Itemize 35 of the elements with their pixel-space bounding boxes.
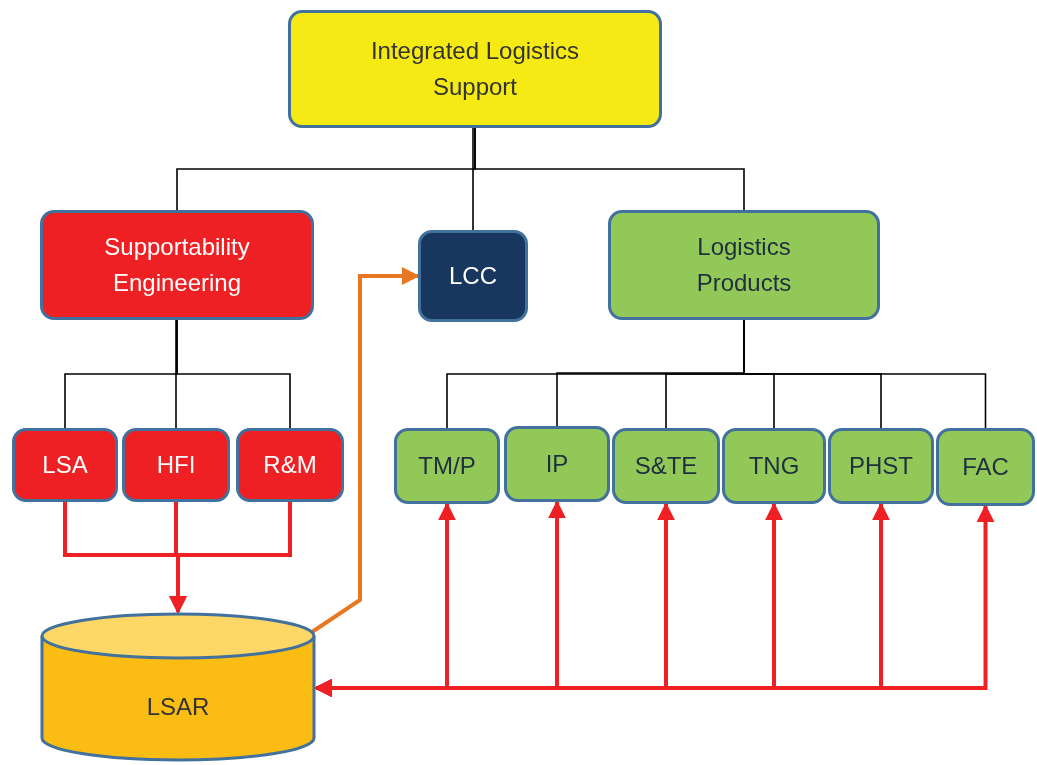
connector-line: [472, 127, 474, 231]
node-label: HFI: [155, 450, 197, 480]
connector-line: [474, 127, 745, 211]
node-label: FAC: [961, 452, 1010, 482]
process-box: [12, 428, 118, 502]
node-label: R&M: [262, 450, 318, 480]
node-label: IP: [544, 449, 570, 479]
process-box: [504, 426, 610, 502]
node-label: LSAR: [145, 692, 211, 722]
process-box: [828, 428, 934, 504]
process-box: [236, 428, 344, 502]
node-label: TM/P: [417, 451, 477, 481]
node-label: Supportability Engineering: [103, 232, 251, 298]
process-box: [936, 428, 1035, 506]
process-box: [122, 428, 230, 502]
process-box: [722, 428, 826, 504]
arrow: [310, 267, 420, 634]
process-box: [288, 10, 662, 128]
connector-line: [175, 319, 177, 429]
node-label: LCC: [448, 261, 498, 291]
process-box: [608, 210, 880, 320]
process-box: [394, 428, 500, 504]
process-box: [612, 428, 720, 504]
process-box: [40, 210, 314, 320]
node-label: PHST: [848, 451, 914, 481]
database-cylinder: [40, 612, 316, 762]
connector-line: [176, 319, 291, 429]
node-label: TNG: [747, 451, 801, 481]
node-label: Integrated Logistics Support: [369, 36, 581, 102]
node-label: S&TE: [633, 451, 699, 481]
node-label: LSA: [41, 450, 89, 480]
connector-line: [743, 319, 987, 429]
process-box: [418, 230, 528, 322]
node-label: Logistics Products: [695, 232, 793, 298]
arrow: [314, 504, 995, 697]
